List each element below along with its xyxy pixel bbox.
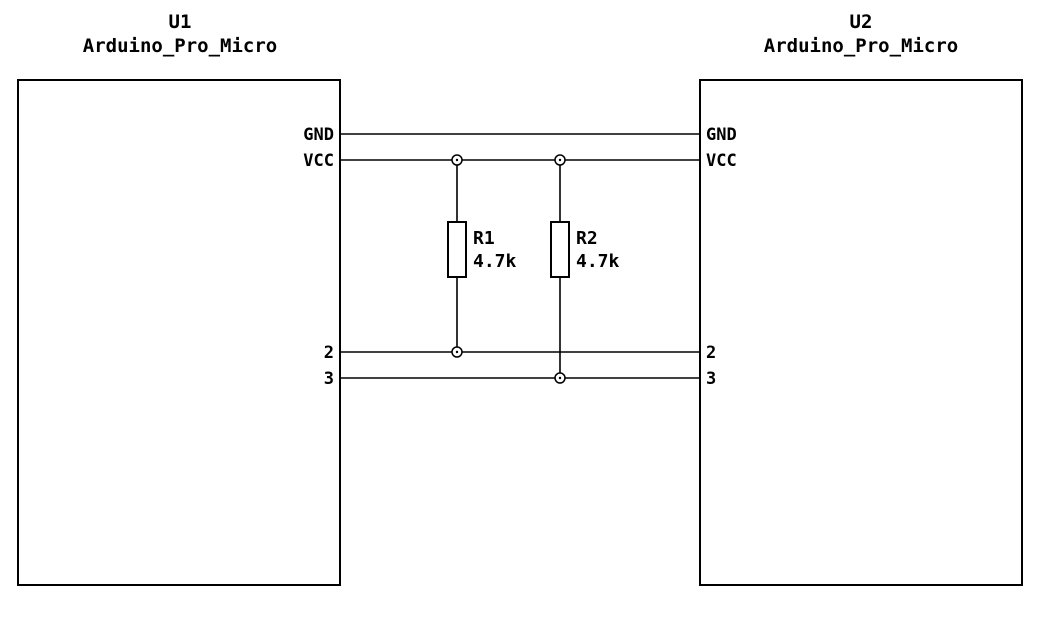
r1-reference: R1 [473, 228, 495, 249]
component-r1[interactable]: R1 4.7k [447, 221, 517, 278]
junctions [451, 154, 566, 384]
u1-pin-gnd-label: GND [303, 125, 334, 145]
u1-pin-2-label: 2 [324, 343, 334, 363]
u1-body[interactable] [17, 79, 341, 586]
component-u2[interactable]: U2 Arduino_Pro_Micro GND VCC 2 3 [699, 11, 1023, 586]
r2-value: 4.7k [576, 251, 620, 272]
u2-body[interactable] [699, 79, 1023, 586]
u1-reference: U1 [169, 11, 192, 33]
junction-r2-pin3-dot [558, 376, 562, 380]
r2-body[interactable] [550, 221, 570, 278]
junction-r2-vcc-dot [558, 158, 562, 162]
component-u1[interactable]: U1 Arduino_Pro_Micro GND VCC 2 3 [17, 11, 341, 586]
u1-pin-vcc-label: VCC [303, 151, 334, 171]
r2-reference: R2 [576, 228, 598, 249]
r1-body[interactable] [447, 221, 467, 278]
r1-value: 4.7k [473, 251, 517, 272]
u1-value: Arduino_Pro_Micro [83, 35, 277, 57]
u2-pin-3-label: 3 [706, 369, 716, 389]
u2-reference: U2 [850, 11, 873, 33]
junction-r1-vcc-dot [455, 158, 459, 162]
junction-r1-pin2-dot [455, 350, 459, 354]
u2-pin-2-label: 2 [706, 343, 716, 363]
u2-value: Arduino_Pro_Micro [764, 35, 958, 57]
u2-pin-vcc-label: VCC [706, 151, 737, 171]
wires [340, 133, 700, 379]
component-r2[interactable]: R2 4.7k [550, 221, 620, 278]
u1-pin-3-label: 3 [324, 369, 334, 389]
u2-pin-gnd-label: GND [706, 125, 737, 145]
